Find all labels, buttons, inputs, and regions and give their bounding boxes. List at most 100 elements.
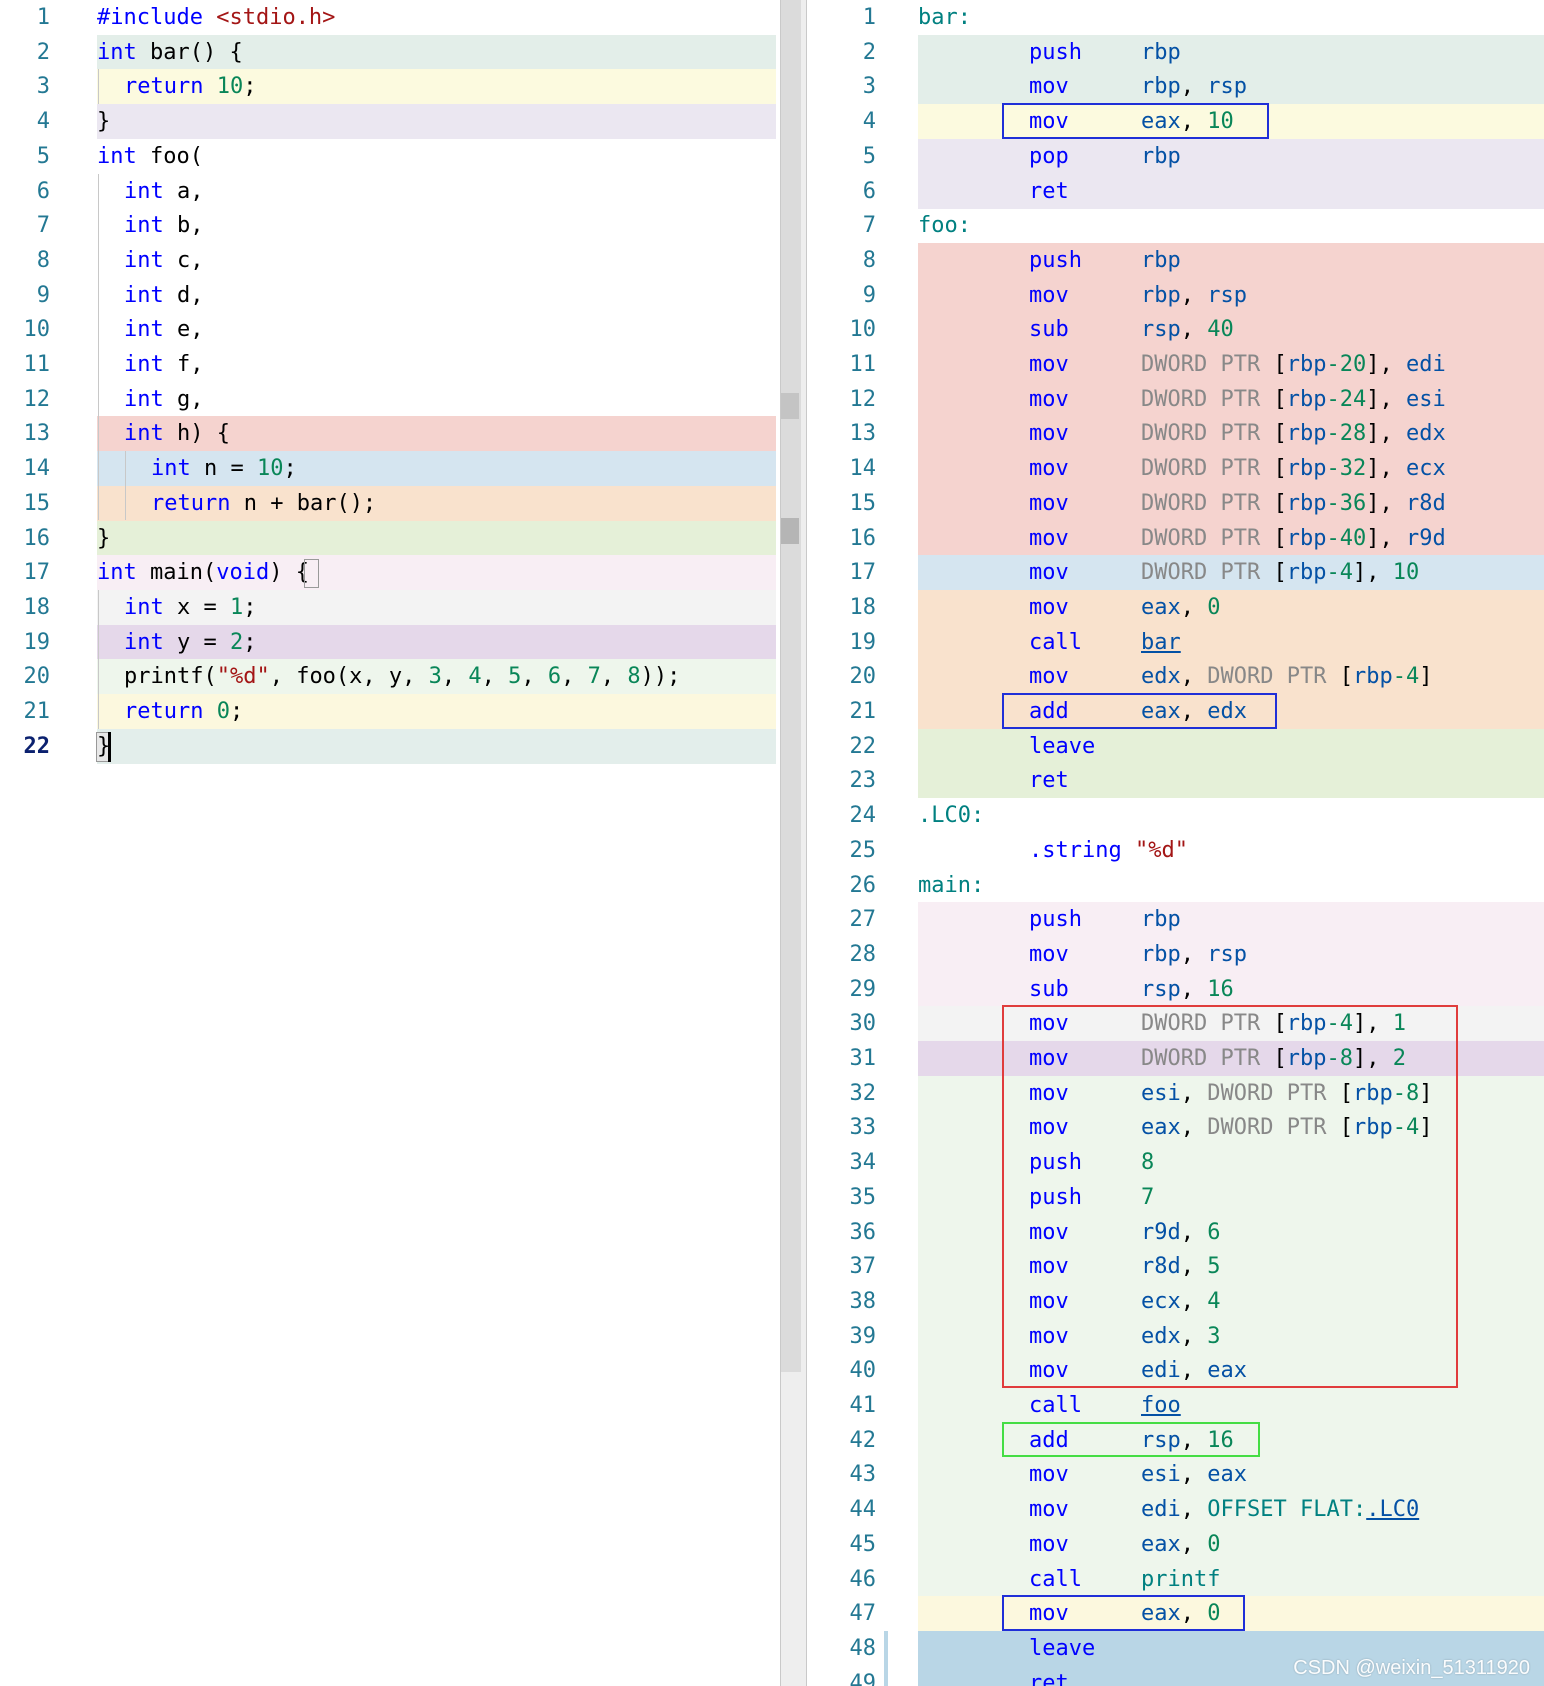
annotation-box: [1002, 103, 1269, 139]
asm-operand: 10: [1392, 560, 1420, 586]
source-line[interactable]: 22}: [0, 728, 780, 764]
asm-line-highlight: [918, 34, 1544, 70]
asm-line-highlight: [918, 1457, 1544, 1493]
asm-operand: 2: [1392, 1046, 1406, 1071]
asm-operand: edx: [1141, 664, 1181, 690]
code-token: ;: [243, 594, 257, 620]
symbol-link[interactable]: bar: [1141, 629, 1181, 655]
asm-line[interactable]: 25.string "%d": [806, 833, 1544, 868]
asm-line-highlight: [918, 69, 1544, 105]
asm-line-highlight: [918, 1422, 1544, 1458]
line-number: 10: [849, 317, 877, 343]
symbol-link[interactable]: foo: [1141, 1393, 1181, 1418]
source-line[interactable]: 4}: [0, 104, 780, 140]
source-line[interactable]: 16}: [0, 520, 780, 556]
source-scrollbar[interactable]: [781, 0, 801, 1372]
symbol-link[interactable]: .LC0: [1366, 1497, 1420, 1523]
line-number: 33: [849, 1115, 877, 1141]
asm-line-highlight: [918, 624, 1544, 660]
asm-line[interactable]: 24.LC0:: [806, 798, 1544, 833]
line-number: 8: [36, 247, 50, 273]
line-number: 19: [23, 629, 51, 655]
indent-guide: [98, 347, 99, 382]
source-line-highlight: [97, 728, 776, 764]
asm-operand: rbp: [1352, 664, 1393, 690]
asm-mnemonic: push: [1029, 1184, 1082, 1210]
asm-operand: rbp: [1141, 74, 1181, 100]
code-token: return: [124, 74, 204, 100]
source-line[interactable]: 1#include <stdio.h>: [0, 0, 780, 35]
asm-line-highlight: [918, 381, 1544, 417]
source-line-highlight: [97, 485, 776, 521]
